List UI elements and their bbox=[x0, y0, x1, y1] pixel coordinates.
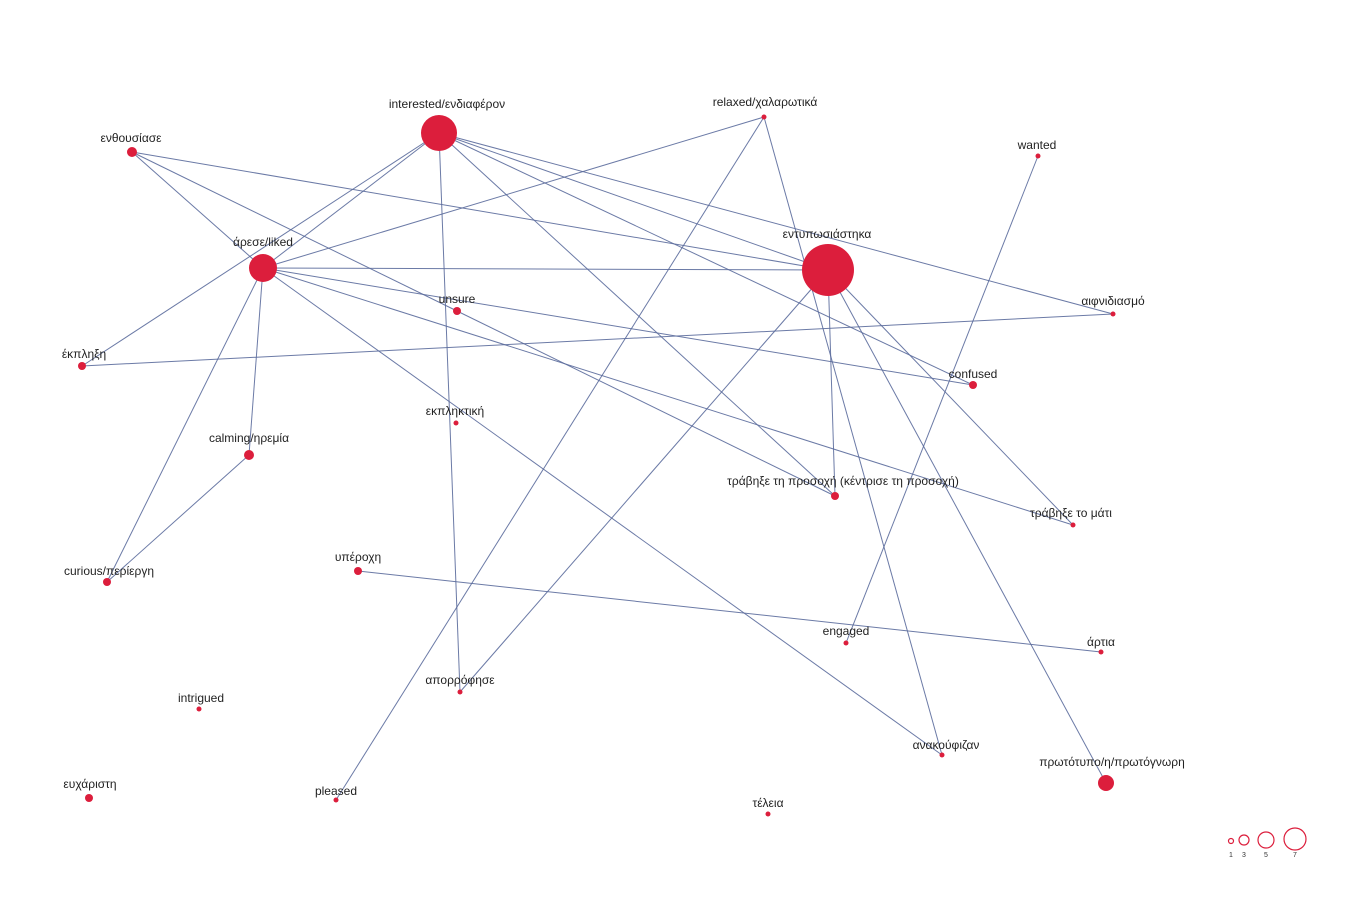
edge-entyposiastika-aporrofise bbox=[459, 269, 829, 693]
legend-label-5: 5 bbox=[1264, 852, 1268, 859]
node-label-arese: άρεσε/liked bbox=[233, 235, 293, 249]
node-travikse_prosoxi bbox=[831, 492, 839, 500]
node-label-interested: interested/ενδιαφέρον bbox=[389, 97, 505, 111]
node-anakoufizan bbox=[939, 752, 945, 758]
edge-ekplixi-aifnidiasmo bbox=[81, 313, 1114, 367]
edge-unsure-travikse_prosoxi bbox=[456, 310, 836, 497]
edge-entyposiastika-prototypo bbox=[827, 269, 1107, 784]
legend-circle-5 bbox=[1257, 831, 1275, 849]
node-label-efxaristi: ευχάριστη bbox=[63, 777, 116, 791]
node-label-teleia: τέλεια bbox=[752, 796, 783, 810]
edge-entyposiastika-travikse_prosoxi bbox=[827, 269, 836, 497]
node-label-curious: curious/περίεργη bbox=[64, 564, 154, 578]
edge-calming-curious bbox=[106, 454, 250, 583]
node-intrigued bbox=[196, 706, 202, 712]
node-engaged bbox=[843, 640, 849, 646]
node-label-intrigued: intrigued bbox=[178, 691, 224, 705]
node-artia bbox=[1098, 649, 1104, 655]
node-label-calming: calming/ηρεμία bbox=[209, 431, 289, 445]
node-label-travikse_mati: τράβηξε το μάτι bbox=[1030, 506, 1112, 520]
edge-interested-aporrofise bbox=[438, 132, 461, 693]
node-label-prototypo: πρωτότυπο/η/πρωτόγνωρη bbox=[1039, 755, 1185, 769]
node-pleased bbox=[333, 797, 339, 803]
node-label-pleased: pleased bbox=[315, 784, 357, 798]
node-relaxed bbox=[761, 114, 767, 120]
node-wanted bbox=[1035, 153, 1041, 159]
node-prototypo bbox=[1098, 775, 1114, 791]
edge-yperoxi-artia bbox=[357, 570, 1102, 653]
legend-circle-1 bbox=[1227, 837, 1235, 845]
node-efxaristi bbox=[85, 794, 93, 802]
node-curious bbox=[103, 578, 111, 586]
legend-label-7: 7 bbox=[1293, 852, 1297, 859]
legend-label-3: 3 bbox=[1242, 852, 1246, 859]
node-entyposiastika bbox=[802, 244, 854, 296]
node-teleia bbox=[765, 811, 771, 817]
edge-arese-travikse_mati bbox=[262, 267, 1074, 526]
node-label-entyposiastika: εντυπωσιάστηκα bbox=[783, 227, 872, 241]
node-aporrofise bbox=[457, 689, 463, 695]
edge-enthousiase-arese bbox=[131, 151, 264, 269]
node-aifnidiasmo bbox=[1110, 311, 1116, 317]
edge-relaxed-anakoufizan bbox=[763, 116, 943, 756]
node-label-artia: άρτια bbox=[1087, 635, 1115, 649]
node-unsure bbox=[453, 307, 461, 315]
node-travikse_mati bbox=[1070, 522, 1076, 528]
node-label-engaged: engaged bbox=[823, 624, 870, 638]
node-label-aifnidiasmo: αιφνιδιασμό bbox=[1081, 294, 1145, 308]
edge-interested-entyposiastika bbox=[438, 132, 829, 271]
node-label-yperoxi: υπέροχη bbox=[335, 550, 381, 564]
node-ekplixi bbox=[78, 362, 86, 370]
node-label-enthousiase: ενθουσίασε bbox=[100, 131, 162, 145]
edge-arese-entyposiastika bbox=[262, 267, 829, 271]
edge-interested-travikse_prosoxi bbox=[438, 132, 836, 497]
edge-entyposiastika-travikse_mati bbox=[827, 269, 1074, 526]
node-interested bbox=[421, 115, 457, 151]
edges-layer bbox=[81, 116, 1114, 801]
node-label-travikse_prosoxi: τράβηξε τη προσοχή (κέντρισε τη προσοχή) bbox=[727, 474, 959, 488]
node-ekpliktiki bbox=[453, 420, 459, 426]
edge-relaxed-arese bbox=[262, 116, 765, 269]
edge-interested-aifnidiasmo bbox=[438, 132, 1114, 315]
edge-enthousiase-entyposiastika bbox=[131, 151, 829, 271]
node-label-unsure: unsure bbox=[439, 292, 476, 306]
node-confused bbox=[969, 381, 977, 389]
node-label-relaxed: relaxed/χαλαρωτικά bbox=[713, 95, 818, 109]
edge-wanted-engaged bbox=[845, 155, 1039, 644]
node-label-wanted: wanted bbox=[1017, 138, 1057, 152]
node-calming bbox=[244, 450, 254, 460]
size-legend: 1 3 5 7 bbox=[1227, 827, 1307, 859]
nodes-layer bbox=[78, 114, 1116, 817]
node-label-confused: confused bbox=[949, 367, 998, 381]
edge-arese-anakoufizan bbox=[262, 267, 943, 756]
edge-interested-ekplixi bbox=[81, 132, 440, 367]
legend-circle-7 bbox=[1283, 827, 1307, 851]
edge-arese-calming bbox=[248, 267, 264, 456]
node-enthousiase bbox=[127, 147, 137, 157]
edge-interested-arese bbox=[262, 132, 440, 269]
node-arese bbox=[249, 254, 277, 282]
legend-circle-3 bbox=[1238, 834, 1250, 846]
edge-arese-confused bbox=[262, 267, 974, 386]
edge-relaxed-pleased bbox=[335, 116, 765, 801]
node-label-aporrofise: απορρόφησε bbox=[425, 673, 495, 687]
node-label-ekpliktiki: εκπληκτική bbox=[426, 404, 484, 418]
labels-layer: interested/ενδιαφέρον relaxed/χαλαρωτικά ε… bbox=[62, 95, 1185, 810]
legend-label-1: 1 bbox=[1229, 852, 1233, 859]
node-label-ekplixi: έκπληξη bbox=[62, 347, 106, 361]
edge-arese-curious bbox=[106, 267, 264, 583]
edge-interested-confused bbox=[438, 132, 974, 386]
node-label-anakoufizan: ανακούφιζαν bbox=[913, 738, 980, 752]
node-yperoxi bbox=[354, 567, 362, 575]
edge-enthousiase-unsure bbox=[131, 151, 458, 312]
